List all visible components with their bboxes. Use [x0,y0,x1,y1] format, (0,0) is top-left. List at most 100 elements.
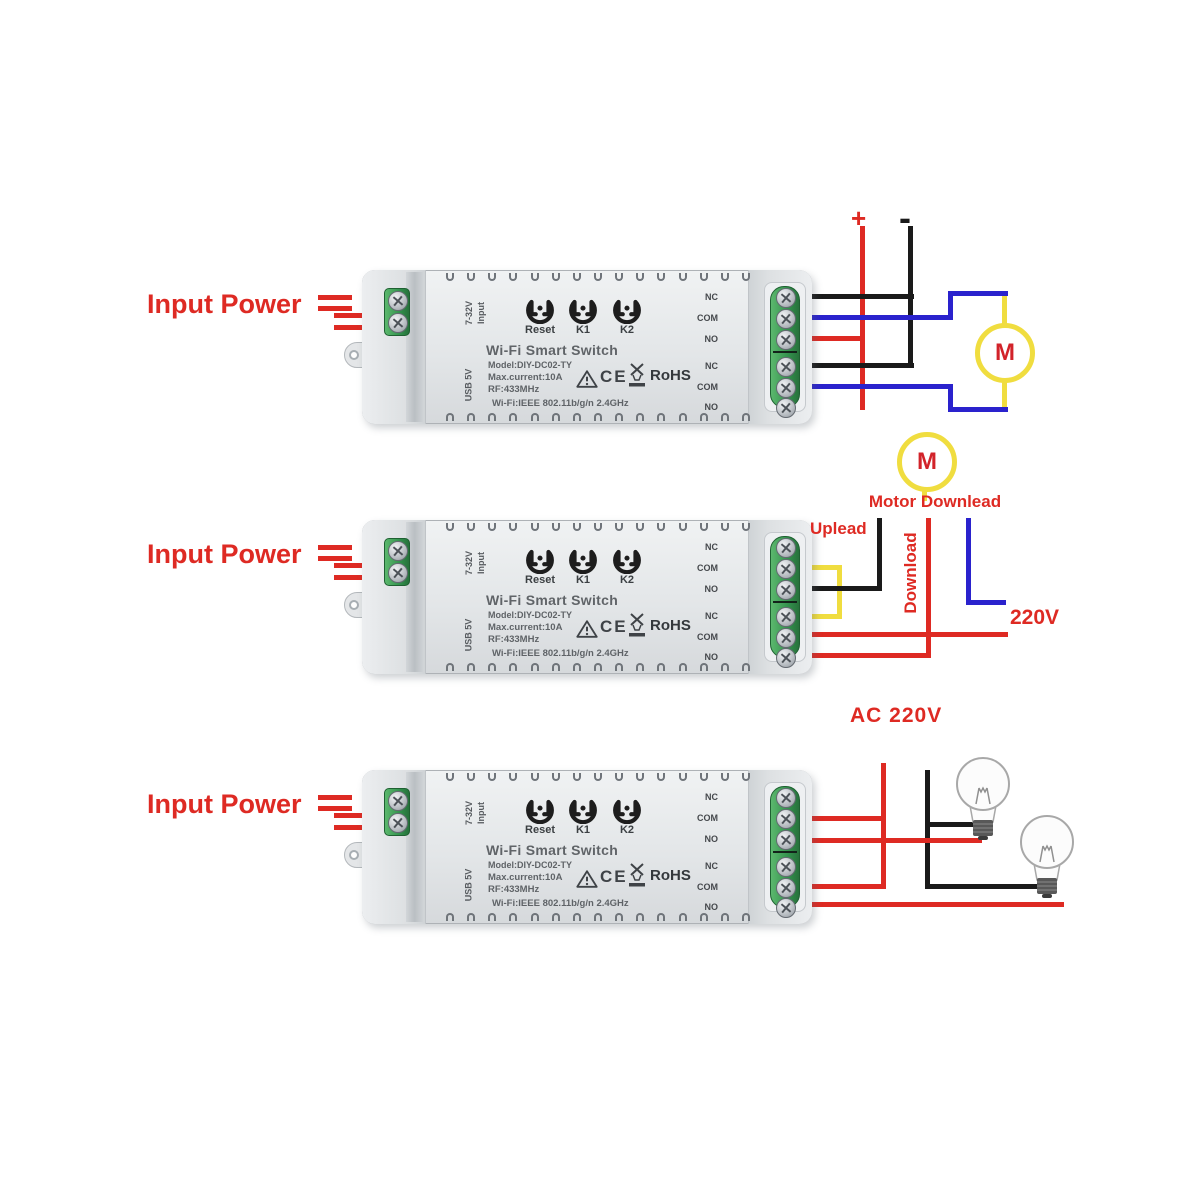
relay-terminal-block [770,286,800,418]
input-power-label-3: Input Power [147,789,302,819]
vent-notch [551,523,560,531]
vent-notch [572,273,581,281]
terminal-screw [776,898,796,918]
relay-label-com1: COM [697,313,718,323]
vent-notch [720,413,729,421]
bulb-icon [956,757,1010,840]
input-wire [318,545,352,550]
vent-notch [678,913,687,921]
terminal-screw [776,398,796,418]
wire-220v [808,632,1008,637]
vent-notch [488,913,497,921]
vent-notch [741,273,750,281]
relay-label-com1: COM [697,563,718,573]
device-body [362,770,812,924]
terminal-screw [388,813,408,833]
vent-notch [615,663,624,671]
vent-notch [636,413,645,421]
input-wire [334,813,366,818]
vent-notch [657,523,666,531]
relay-label-no1: NO [704,834,719,844]
warning-icon [576,870,598,888]
vent-notch [509,273,518,281]
device-rf: RF:433MHz [488,884,540,895]
ac-220v-label: AC 220V [850,704,943,727]
motor-lead [922,489,927,501]
input-label: Input [476,302,486,324]
vent-notch [699,273,708,281]
terminal-screw [776,538,796,558]
end-cap-left [362,520,426,674]
wire-lamp1 [925,822,975,827]
relay-label-com2: COM [697,632,718,642]
vent-notch [446,913,454,921]
relay-label-no1: NO [704,334,719,344]
vent-notch [615,913,624,921]
vent-notch [467,273,476,281]
vent-notches-top [446,523,750,534]
input-wire [318,295,352,300]
terminal-screw [776,607,796,627]
device-body [362,270,812,424]
input-voltage-label: 7-32V [464,800,475,826]
motor-icon: M [897,432,957,492]
terminal-screw [776,559,796,579]
vent-notch [593,773,602,781]
device-rf: RF:433MHz [488,384,540,395]
bulb-icon [1020,815,1074,898]
input-power-label-1: Input Power [147,289,302,319]
cap-seam [406,272,423,422]
ear-hole [349,350,359,360]
vent-notch [720,773,729,781]
relay-label-nc1: NC [705,542,718,552]
wire-neutral [925,770,930,889]
button-label: K2 [619,824,635,836]
vent-notch [657,913,666,921]
button-label: K1 [575,824,591,836]
vent-notch [572,413,581,421]
vent-notch [530,523,539,531]
input-label: Input [476,552,486,574]
vent-notch [530,413,539,421]
relay-label-com2: COM [697,382,718,392]
input-wire [334,825,366,830]
relay-button-icon [613,549,641,574]
device-title: Wi-Fi Smart Switch [486,842,619,858]
button-label: Reset [525,574,555,586]
device-model: Model:DIY-DC02-TY [488,860,573,870]
input-wire [318,806,352,811]
input-label: Input [476,802,486,824]
terminal-screw [776,357,796,377]
device-title: Wi-Fi Smart Switch [486,342,619,358]
relay-label-no2: NO [704,902,719,912]
wire-blue-run [966,600,1006,605]
vent-notch [593,913,602,921]
motor-letter: M [995,339,1015,366]
wire-lamp2 [925,884,1038,889]
terminal-divider [773,351,797,353]
k2-button: K2 [605,780,649,842]
vent-notch [467,913,476,921]
device-wifi: Wi-Fi:IEEE 802.11b/g/n 2.4GHz [492,648,629,659]
device-max-current: Max.current:10A [488,372,563,383]
vent-notch [530,273,539,281]
vent-notch [741,663,750,671]
usb-label: USB 5V [463,868,474,902]
wire-com1-to-motor [948,291,1008,296]
ce-mark: CE [600,367,628,386]
device-wifi: Wi-Fi:IEEE 802.11b/g/n 2.4GHz [492,398,629,409]
k1-button: K1 [561,530,605,592]
relay-button-icon [613,799,641,824]
220v-label: 220V [1010,606,1060,629]
input-wire [318,556,352,561]
device-title: Wi-Fi Smart Switch [486,592,619,608]
button-label: Reset [525,324,555,336]
relay-button-icon [526,799,554,824]
vent-notch [530,773,539,781]
terminal-divider [773,851,797,853]
device-rf: RF:433MHz [488,634,540,645]
motor-lead-bottom [1002,379,1007,412]
vent-notch [467,663,476,671]
vent-notch [720,273,729,281]
